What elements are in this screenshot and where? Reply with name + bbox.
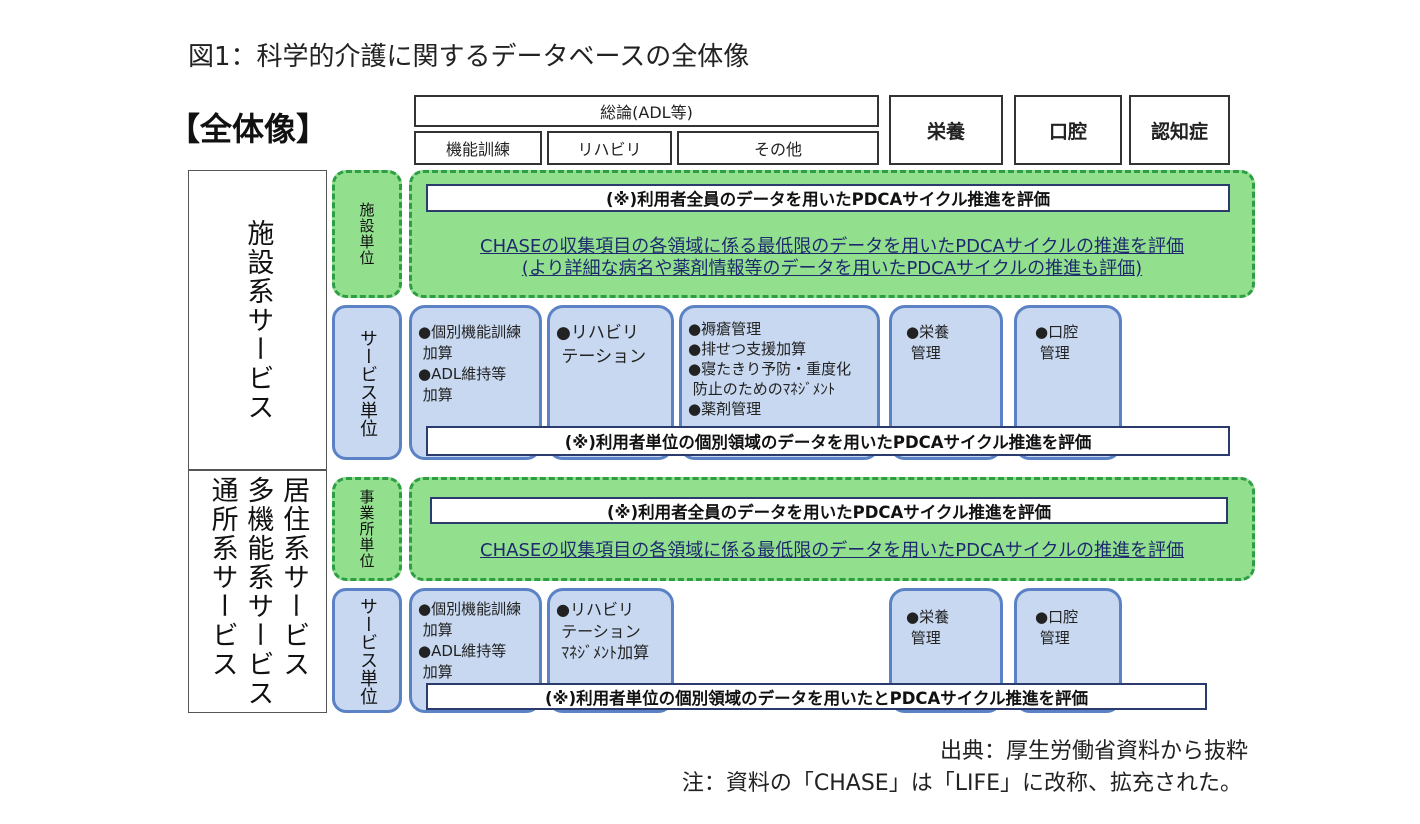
home-rehab-text: ●リハビリ テーション ﾏﾈｼﾞﾒﾝﾄ加算 bbox=[556, 600, 650, 663]
office-unit-label: 事業所単位 bbox=[332, 477, 402, 581]
home-func-training-text: ●個別機能訓練 加算 ●ADL維持等 加算 bbox=[418, 600, 522, 681]
facility-chase-line-1: CHASEの収集項目の各領域に係る最低限のデータを用いたPDCAサイクルの推進を… bbox=[480, 236, 1184, 257]
home-service-cell: 居住系サービス 多機能系サービス 通所系サービス bbox=[188, 470, 327, 713]
facility-unit-label: 施設単位 bbox=[332, 170, 402, 298]
header-general: 総論(ADL等) bbox=[414, 95, 879, 127]
home-chase-line-1: CHASEの収集項目の各領域に係る最低限のデータを用いたPDCAサイクルの推進を… bbox=[480, 540, 1184, 561]
home-oral-text: ●口腔 管理 bbox=[1035, 608, 1079, 647]
home-nutrition-text: ●栄養 管理 bbox=[906, 608, 950, 647]
header-rehab: リハビリ bbox=[547, 131, 672, 165]
facility-func-training-text: ●個別機能訓練 加算 ●ADL維持等 加算 bbox=[418, 323, 522, 404]
header-dementia: 認知症 bbox=[1129, 95, 1230, 165]
source-note: 出典：厚生労働省資料から抜粋 bbox=[939, 739, 1248, 764]
facility-nutrition-text: ●栄養 管理 bbox=[906, 323, 950, 362]
facility-service-unit-label: サービス単位 bbox=[332, 305, 402, 460]
home-all-users-banner: (※)利用者全員のデータを用いたPDCAサイクル推進を評価 bbox=[430, 497, 1228, 524]
facility-service-cell: 施設系サービス bbox=[188, 170, 327, 470]
header-other: その他 bbox=[677, 131, 879, 165]
figure-title: 図1：科学的介護に関するデータベースの全体像 bbox=[188, 42, 750, 72]
facility-other-text: ●褥瘡管理 ●排せつ支援加算 ●寝たきり予防・重度化 防止のためのﾏﾈｼﾞﾒﾝﾄ… bbox=[688, 320, 852, 418]
facility-individual-banner: (※)利用者単位の個別領域のデータを用いたPDCAサイクル推進を評価 bbox=[426, 426, 1230, 456]
rename-note: 注：資料の「CHASE」は「LIFE」に改称、拡充された。 bbox=[681, 771, 1242, 796]
header-func-training: 機能訓練 bbox=[414, 131, 542, 165]
home-service-unit-label: サービス単位 bbox=[332, 588, 402, 713]
facility-all-users-banner: (※)利用者全員のデータを用いたPDCAサイクル推進を評価 bbox=[426, 184, 1230, 212]
overview-title: 【全体像】 bbox=[168, 110, 329, 148]
facility-rehab-text: ●リハビリ テーション bbox=[556, 323, 647, 367]
facility-oral-text: ●口腔 管理 bbox=[1035, 323, 1079, 362]
facility-chase-line-2: (より詳細な病名や薬剤情報等のデータを用いたPDCAサイクルの推進も評価) bbox=[521, 258, 1143, 279]
daycare-service-label: 通所系サービス bbox=[206, 475, 238, 679]
facility-service-label: 施設系サービス bbox=[242, 218, 274, 422]
home-individual-banner: (※)利用者単位の個別領域のデータを用いたとPDCAサイクル推進を評価 bbox=[426, 683, 1207, 710]
multifunction-service-label: 多機能系サービス bbox=[242, 475, 274, 708]
header-nutrition: 栄養 bbox=[889, 95, 1003, 165]
header-oral: 口腔 bbox=[1014, 95, 1122, 165]
office-unit-panel bbox=[409, 477, 1255, 581]
residential-service-label: 居住系サービス bbox=[278, 475, 310, 679]
